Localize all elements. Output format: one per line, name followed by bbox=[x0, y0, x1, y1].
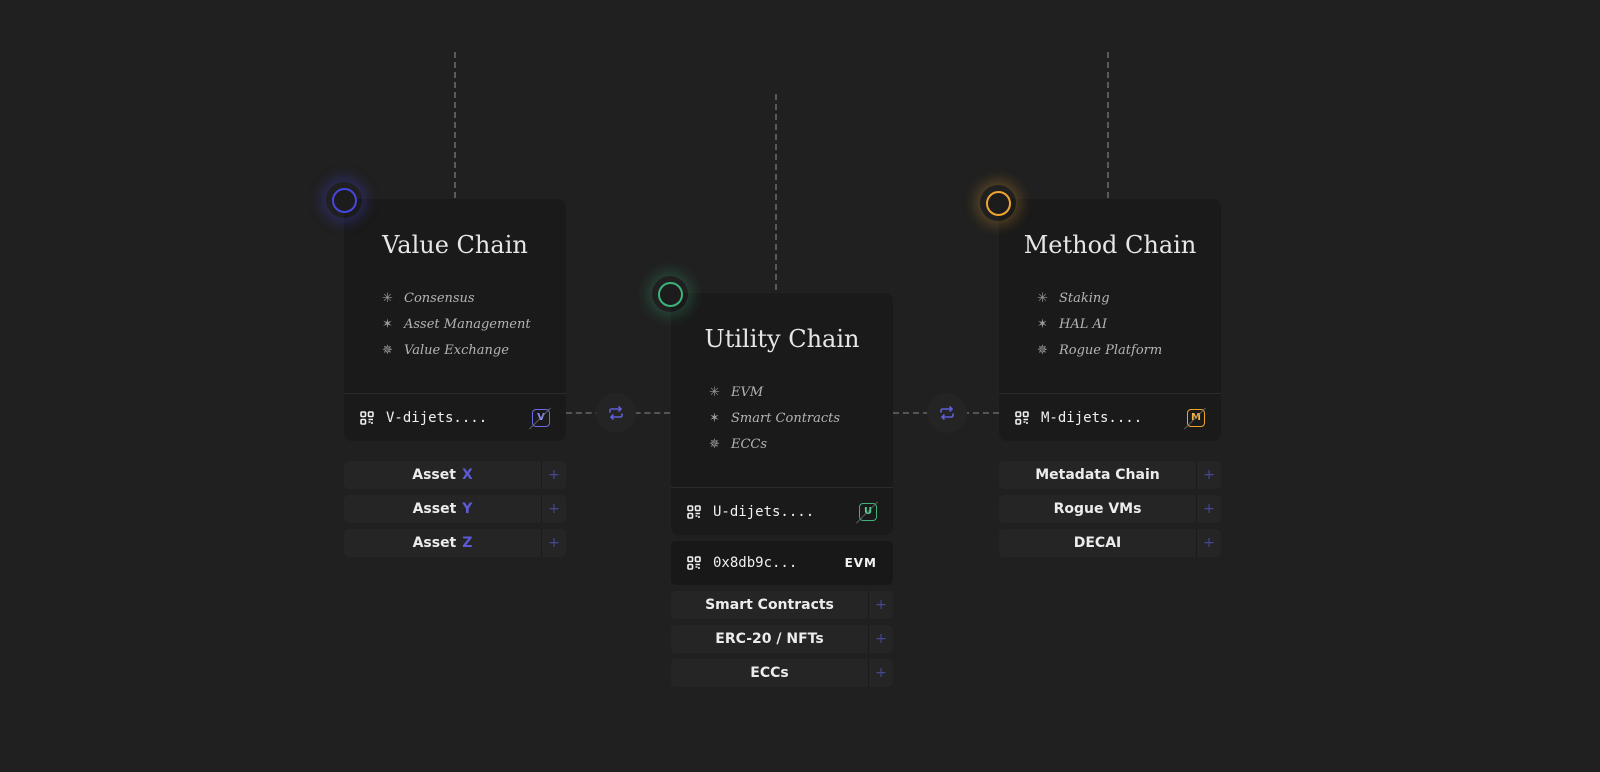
qr-code-icon bbox=[1015, 410, 1029, 425]
value-chain-title: Value Chain bbox=[382, 231, 528, 259]
swap-button-utility-method[interactable] bbox=[927, 393, 967, 433]
method-chain-item[interactable]: Metadata Chain + bbox=[999, 461, 1221, 489]
utility-chain-item[interactable]: ERC-20 / NFTs + bbox=[671, 625, 893, 653]
feature-item: ✳Staking bbox=[1037, 290, 1110, 306]
badge-slash bbox=[1184, 407, 1206, 429]
sparkle-icon: ✶ bbox=[1037, 316, 1048, 332]
method-chain-address[interactable]: M-dijets.... bbox=[1041, 409, 1143, 426]
value-chain-card: Value Chain ✳Consensus ✶Asset Management… bbox=[344, 199, 566, 441]
sparkle-icon: ✶ bbox=[382, 316, 393, 332]
method-chain-address-row[interactable]: M-dijets.... M bbox=[999, 393, 1221, 441]
value-chain-address-row[interactable]: V-dijets.... V bbox=[344, 393, 566, 441]
value-chain-status-ring bbox=[326, 182, 362, 218]
feature-item: ✵Value Exchange bbox=[382, 342, 509, 358]
value-chain-address[interactable]: V-dijets.... bbox=[386, 409, 488, 426]
evm-address[interactable]: 0x8db9c... bbox=[713, 555, 798, 571]
evm-tag: EVM bbox=[844, 556, 877, 570]
feature-item: ✶Smart Contracts bbox=[709, 410, 841, 426]
utility-chain-badge: U bbox=[856, 501, 878, 523]
qr-code-icon bbox=[687, 504, 701, 519]
sparkle-icon: ✶ bbox=[709, 410, 720, 426]
swap-button-value-utility[interactable] bbox=[596, 393, 636, 433]
method-chain-badge: M bbox=[1184, 407, 1206, 429]
badge-slash bbox=[529, 407, 551, 429]
sparkle-icon: ✳ bbox=[1037, 290, 1048, 306]
connector-utility-top bbox=[775, 94, 777, 290]
feature-item: ✳Consensus bbox=[382, 290, 475, 306]
feature-item: ✵ECCs bbox=[709, 436, 768, 452]
method-chain-card: Method Chain ✳Staking ✶HAL AI ✵Rogue Pla… bbox=[999, 199, 1221, 441]
utility-chain-card: Utility Chain ✳EVM ✶Smart Contracts ✵ECC… bbox=[671, 293, 893, 535]
feature-item: ✵Rogue Platform bbox=[1037, 342, 1163, 358]
utility-chain-item[interactable]: Smart Contracts + bbox=[671, 591, 893, 619]
sparkle-icon: ✳ bbox=[709, 384, 720, 400]
add-button[interactable]: + bbox=[868, 591, 893, 619]
qr-code-icon bbox=[360, 410, 374, 425]
add-button[interactable]: + bbox=[541, 529, 566, 557]
add-button[interactable]: + bbox=[1196, 461, 1221, 489]
utility-chain-item[interactable]: ECCs + bbox=[671, 659, 893, 687]
feature-item: ✶HAL AI bbox=[1037, 316, 1108, 332]
feature-item: ✶Asset Management bbox=[382, 316, 531, 332]
value-chain-features: ✳Consensus ✶Asset Management ✵Value Exch… bbox=[344, 285, 566, 363]
sparkle-icon: ✵ bbox=[1037, 342, 1048, 358]
utility-chain-features: ✳EVM ✶Smart Contracts ✵ECCs bbox=[671, 379, 893, 457]
add-button[interactable]: + bbox=[868, 625, 893, 653]
connector-value-top bbox=[454, 52, 456, 198]
sparkle-icon: ✵ bbox=[382, 342, 393, 358]
feature-item: ✳EVM bbox=[709, 384, 764, 400]
sparkle-icon: ✵ bbox=[709, 436, 720, 452]
method-chain-features: ✳Staking ✶HAL AI ✵Rogue Platform bbox=[999, 285, 1221, 363]
connector-method-top bbox=[1107, 52, 1109, 198]
qr-code-icon bbox=[687, 556, 701, 570]
add-button[interactable]: + bbox=[1196, 495, 1221, 523]
add-button[interactable]: + bbox=[541, 461, 566, 489]
add-button[interactable]: + bbox=[541, 495, 566, 523]
method-chain-title: Method Chain bbox=[1023, 231, 1197, 259]
method-chain-item[interactable]: Rogue VMs + bbox=[999, 495, 1221, 523]
utility-chain-address[interactable]: U-dijets.... bbox=[713, 503, 815, 520]
add-button[interactable]: + bbox=[1196, 529, 1221, 557]
add-button[interactable]: + bbox=[868, 659, 893, 687]
swap-arrows-icon bbox=[609, 406, 623, 420]
utility-chain-address-row[interactable]: U-dijets.... U bbox=[671, 487, 893, 535]
method-chain-status-ring bbox=[980, 185, 1016, 221]
utility-evm-address-row[interactable]: 0x8db9c... EVM bbox=[671, 541, 893, 585]
sparkle-icon: ✳ bbox=[382, 290, 393, 306]
badge-slash bbox=[856, 501, 878, 523]
utility-chain-status-ring bbox=[652, 276, 688, 312]
method-chain-item[interactable]: DECAI + bbox=[999, 529, 1221, 557]
value-chain-badge: V bbox=[529, 407, 551, 429]
swap-arrows-icon bbox=[940, 406, 954, 420]
utility-chain-title: Utility Chain bbox=[704, 325, 860, 353]
